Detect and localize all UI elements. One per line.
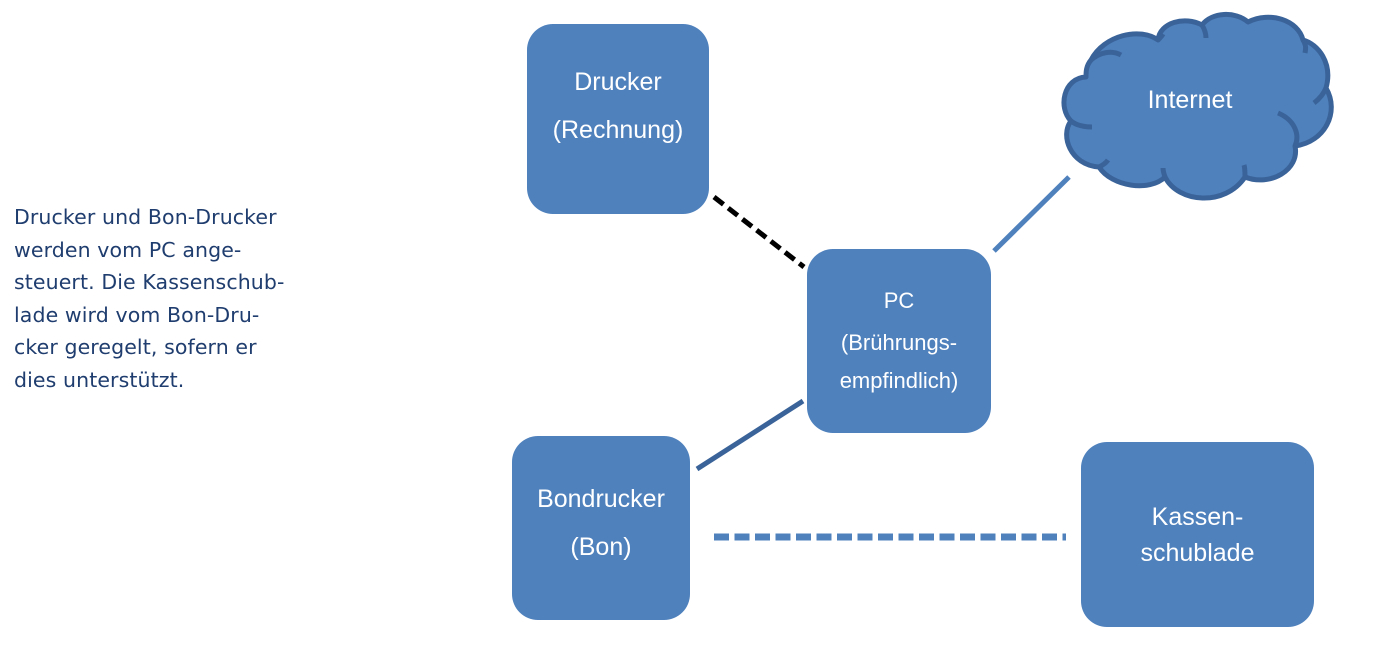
description-line: lade wird vom Bon-Dru-	[14, 302, 260, 327]
internet-label: Internet	[1147, 86, 1233, 114]
node-drucker: Drucker (Rechnung)	[527, 24, 709, 214]
node-pc-subtitle-1: (Brührungs-	[840, 330, 958, 355]
node-kassenschublade: Kassen- schublade	[1081, 442, 1314, 627]
connector-bondrucker-pc	[695, 398, 805, 472]
node-kassenschublade-line-2: schublade	[1140, 538, 1255, 567]
description-line: steuert. Die Kassenschub-	[14, 270, 285, 294]
node-pc-subtitle-2: empfindlich)	[839, 368, 959, 393]
node-drucker-subtitle: (Rechnung)	[552, 116, 684, 144]
description-line: cker geregelt, sofern er	[14, 335, 257, 359]
node-bondrucker-subtitle: (Bon)	[570, 533, 632, 561]
connector-drucker-pc	[712, 195, 806, 269]
internet-cloud-icon	[1061, 12, 1334, 201]
description-line: dies unterstützt.	[14, 367, 185, 392]
node-kassenschublade-line-1: Kassen-	[1151, 502, 1244, 531]
description-line: Drucker und Bon-Drucker	[14, 205, 277, 229]
node-pc-title: PC	[883, 288, 915, 313]
node-bondrucker: Bondrucker (Bon)	[512, 436, 690, 620]
description-text: Drucker und Bon-Drucker werden vom PC an…	[14, 201, 354, 396]
description-line: werden vom PC ange-	[14, 237, 242, 262]
connector-pc-internet	[992, 175, 1071, 253]
node-pc: PC (Brührungs- empfindlich)	[807, 249, 991, 433]
node-drucker-title: Drucker	[574, 68, 662, 96]
node-bondrucker-title: Bondrucker	[537, 485, 665, 513]
